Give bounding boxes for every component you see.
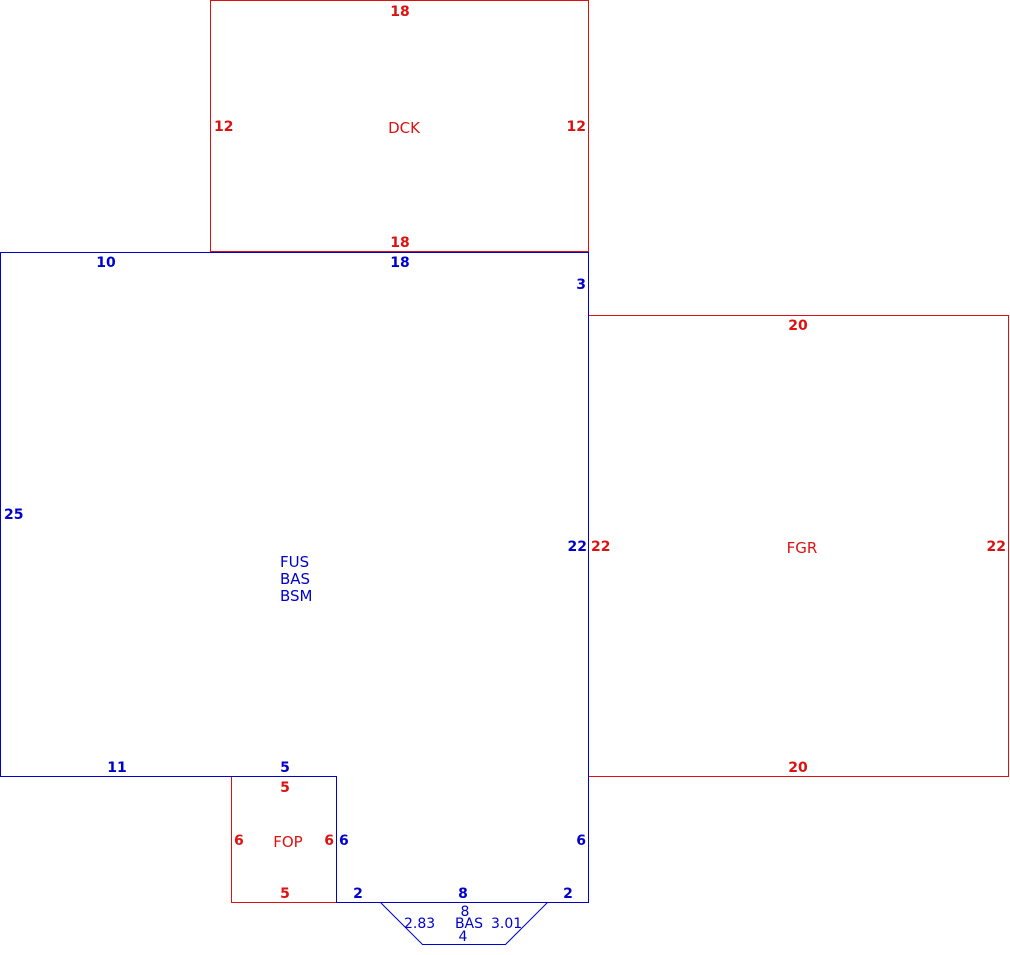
porch-left-dim: 6 xyxy=(234,833,244,849)
porch-label: FOP xyxy=(273,833,302,851)
bay-bottom-dim: 4 xyxy=(459,929,468,945)
porch-right-dim: 6 xyxy=(324,833,334,849)
main-right-upper-dim: 3 xyxy=(576,277,586,293)
deck-top-dim: 18 xyxy=(390,4,409,20)
main-notch-right-dim: 6 xyxy=(339,833,349,849)
bay-right-dim: 3.01 xyxy=(491,916,522,932)
main-label-fus: FUS xyxy=(280,553,309,571)
garage-top-dim: 20 xyxy=(788,318,808,334)
main-right-mid-dim: 22 xyxy=(568,539,587,555)
deck-left-dim: 12 xyxy=(214,119,233,135)
garage-bottom-dim: 20 xyxy=(788,760,808,776)
deck-bottom-dim: 18 xyxy=(390,235,409,251)
main-bottom-notch-dim: 5 xyxy=(280,760,290,776)
porch-top-dim: 5 xyxy=(280,780,290,796)
main-label-bas: BAS xyxy=(280,570,310,588)
main-bottom-c-dim: 2 xyxy=(563,886,573,902)
bay-left-dim: 2.83 xyxy=(404,916,435,932)
garage-left-dim: 22 xyxy=(591,539,610,555)
main-top-right-dim: 18 xyxy=(390,255,409,271)
main-bottom-left-dim: 11 xyxy=(107,760,126,776)
main-top-left-dim: 10 xyxy=(96,255,116,271)
main-bottom-b-dim: 8 xyxy=(458,886,468,902)
bay-top-dim: 8 xyxy=(461,904,470,920)
deck-outline xyxy=(210,0,589,252)
main-house-outline xyxy=(0,252,589,903)
garage-label: FGR xyxy=(787,539,818,557)
deck-label: DCK xyxy=(388,119,421,137)
main-right-lower-dim: 6 xyxy=(576,833,586,849)
deck-right-dim: 12 xyxy=(567,119,586,135)
porch-bottom-dim: 5 xyxy=(280,886,290,902)
bay-window-outline xyxy=(379,902,549,945)
main-label-bsm: BSM xyxy=(280,587,313,605)
main-bottom-a-dim: 2 xyxy=(353,886,363,902)
bay-label: BAS xyxy=(455,916,483,932)
garage-right-dim: 22 xyxy=(987,539,1006,555)
main-left-dim: 25 xyxy=(4,507,23,523)
